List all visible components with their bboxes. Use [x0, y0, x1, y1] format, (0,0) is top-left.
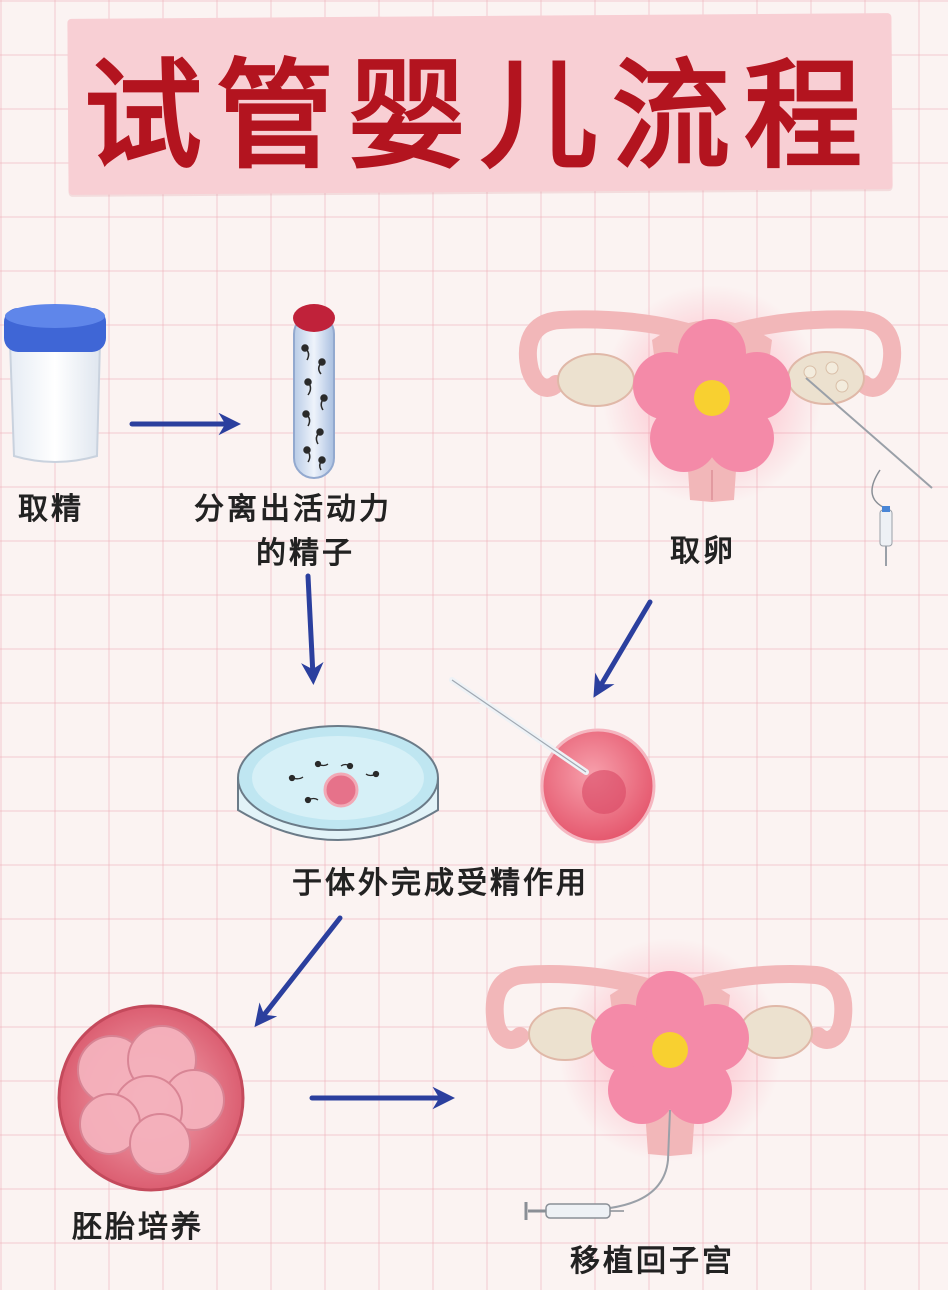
- page-title: 试管婴儿流程: [83, 46, 876, 185]
- uterus-icon: [518, 285, 933, 505]
- step-label-sperm-separation-2: 的精子: [256, 536, 355, 571]
- uterus-icon: [485, 938, 853, 1211]
- egg-cell-icon: [449, 677, 656, 844]
- flow-arrow: [254, 915, 343, 1028]
- sample-cup-icon: [4, 304, 106, 463]
- syringe-icon: [871, 469, 893, 566]
- flow-arrow: [301, 573, 324, 685]
- step-label-transfer: 移植回子宫: [570, 1244, 735, 1279]
- step-label-egg-retrieval: 取卵: [670, 534, 736, 569]
- step-label-sperm-collection: 取精: [18, 492, 84, 527]
- embryo-icon: [57, 1004, 245, 1192]
- sperm-tube-icon: [293, 304, 335, 479]
- step-label-fertilization: 于体外完成受精作用: [292, 866, 589, 901]
- step-label-embryo-culture: 胚胎培养: [72, 1210, 204, 1245]
- flow-arrow: [593, 599, 653, 698]
- petri-dish-icon: [237, 725, 439, 841]
- step-label-sperm-separation: 分离出活动力: [194, 492, 392, 527]
- syringe-icon: [524, 1202, 624, 1220]
